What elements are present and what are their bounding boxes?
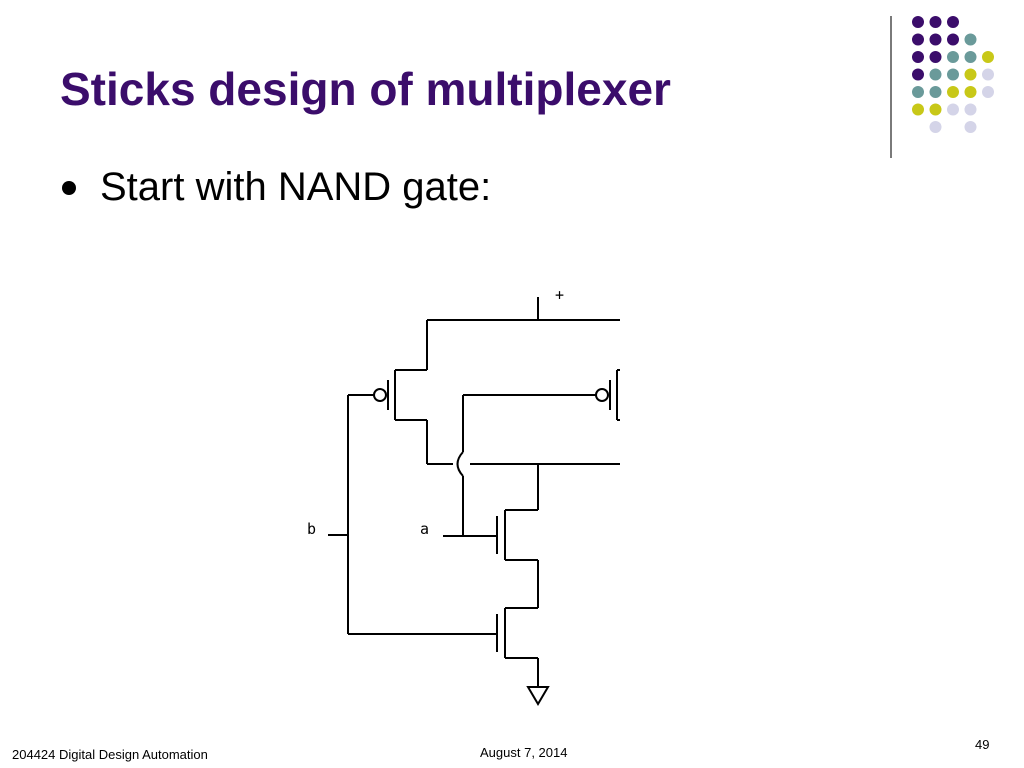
decorative-dot — [929, 103, 942, 116]
slide-title: Sticks design of multiplexer — [60, 63, 671, 115]
decorative-dot — [912, 86, 924, 98]
decorative-dot — [982, 68, 994, 81]
decorative-divider — [890, 16, 892, 158]
decorative-dot — [912, 103, 924, 116]
decorative-dot — [947, 33, 959, 46]
nmos-a-transistor — [496, 509, 538, 561]
decorative-dot — [912, 68, 924, 81]
decorative-dot — [929, 51, 942, 63]
page-number: 49 — [975, 737, 990, 752]
decorative-dot — [929, 86, 942, 98]
decorative-dot — [964, 86, 977, 98]
decorative-dot — [947, 86, 959, 98]
decorative-dot — [947, 16, 959, 28]
decorative-dot — [964, 33, 977, 46]
dot-grid-group — [912, 16, 994, 133]
decorative-dot — [929, 121, 942, 133]
nmos-b-transistor — [496, 607, 538, 659]
bullet-item: Start with NAND gate: — [62, 165, 491, 210]
input-b-label: b — [307, 520, 316, 538]
decorative-dot — [947, 103, 959, 116]
crossover-hop — [456, 451, 464, 477]
decorative-dot — [929, 33, 942, 46]
decorative-dot-grid — [912, 16, 994, 133]
decorative-dot — [964, 121, 977, 133]
decorative-dot — [929, 68, 942, 81]
decorative-dot — [947, 51, 959, 63]
decorative-dot — [982, 86, 994, 98]
nand-gate-sticks-diagram: + out a b — [307, 286, 620, 706]
footer-course: 204424 Digital Design Automation — [12, 747, 208, 762]
decorative-dot — [912, 16, 924, 28]
decorative-dot — [982, 51, 994, 63]
decorative-dot — [964, 51, 977, 63]
decorative-dot — [964, 103, 977, 116]
left-pmos-transistor — [373, 369, 427, 421]
decorative-dot — [947, 68, 959, 81]
decorative-dot — [929, 16, 942, 28]
ground-icon — [526, 686, 550, 706]
decorative-dot — [964, 68, 977, 81]
bullet-text: Start with NAND gate: — [100, 165, 492, 209]
footer-date: August 7, 2014 — [480, 745, 568, 760]
bullet-dot-icon — [62, 180, 76, 195]
supply-label: + — [555, 286, 564, 304]
right-pmos-transistor — [595, 369, 620, 421]
input-a-label: a — [420, 520, 429, 538]
decorative-dot — [912, 51, 924, 63]
bullet-list: Start with NAND gate: — [62, 165, 491, 210]
decorative-dot — [912, 33, 924, 46]
